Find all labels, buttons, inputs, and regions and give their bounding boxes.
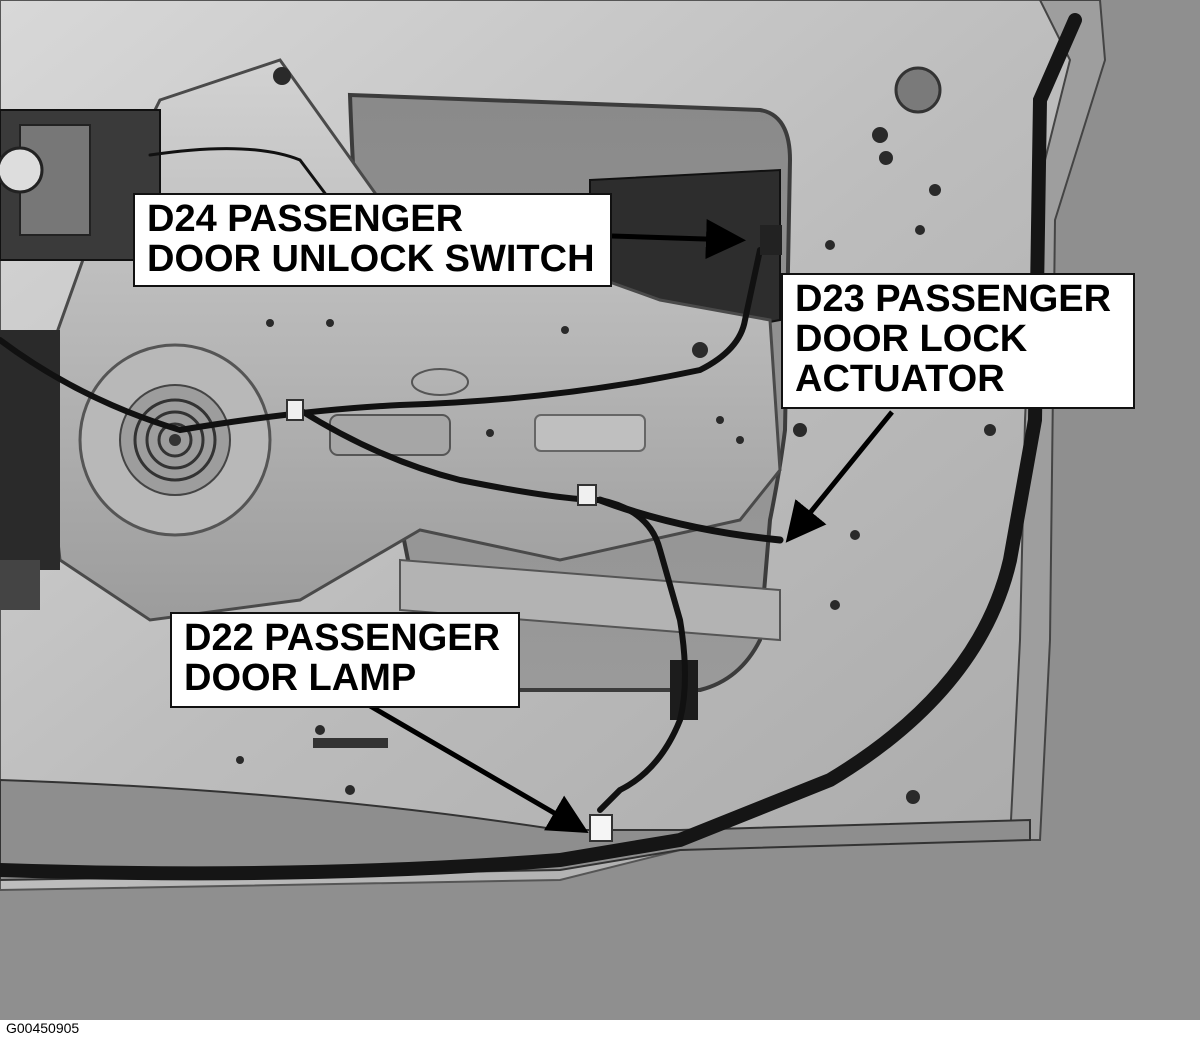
callout-d24-line1: D24 PASSENGER: [147, 198, 464, 240]
callout-d23-line3: ACTUATOR: [795, 358, 1005, 400]
wire-clip: [589, 814, 613, 842]
figure-id: G00450905: [6, 1020, 80, 1036]
brand-emboss: [411, 368, 469, 396]
callout-d23-line1: D23 PASSENGER: [795, 278, 1112, 320]
callout-d24: D24 PASSENGER DOOR UNLOCK SWITCH: [133, 193, 612, 287]
callout-d23: D23 PASSENGER DOOR LOCK ACTUATOR: [781, 273, 1135, 409]
callout-d24-line2: DOOR UNLOCK SWITCH: [147, 238, 595, 280]
arrow-d24: [611, 219, 746, 260]
plate-rib: [534, 414, 646, 452]
arrow-d22: [363, 700, 589, 834]
slot: [313, 738, 388, 748]
wire-clip: [286, 399, 304, 421]
lower-flange: [0, 778, 1031, 882]
callout-d23-line2: DOOR LOCK: [795, 318, 1028, 360]
arrow-d23: [785, 410, 894, 543]
wire-clip: [577, 484, 597, 506]
callout-d22-line2: DOOR LAMP: [184, 657, 417, 699]
callout-d22: D22 PASSENGER DOOR LAMP: [170, 612, 520, 708]
connector: [760, 225, 782, 255]
weatherstrip: [0, 13, 1082, 881]
callout-d22-line1: D22 PASSENGER: [184, 617, 501, 659]
leader-arrows: [363, 219, 894, 834]
regulator-spring: [78, 343, 272, 537]
fasteners: [236, 66, 996, 804]
handle-assembly: [0, 109, 161, 610]
regulator-rail: [399, 558, 781, 642]
